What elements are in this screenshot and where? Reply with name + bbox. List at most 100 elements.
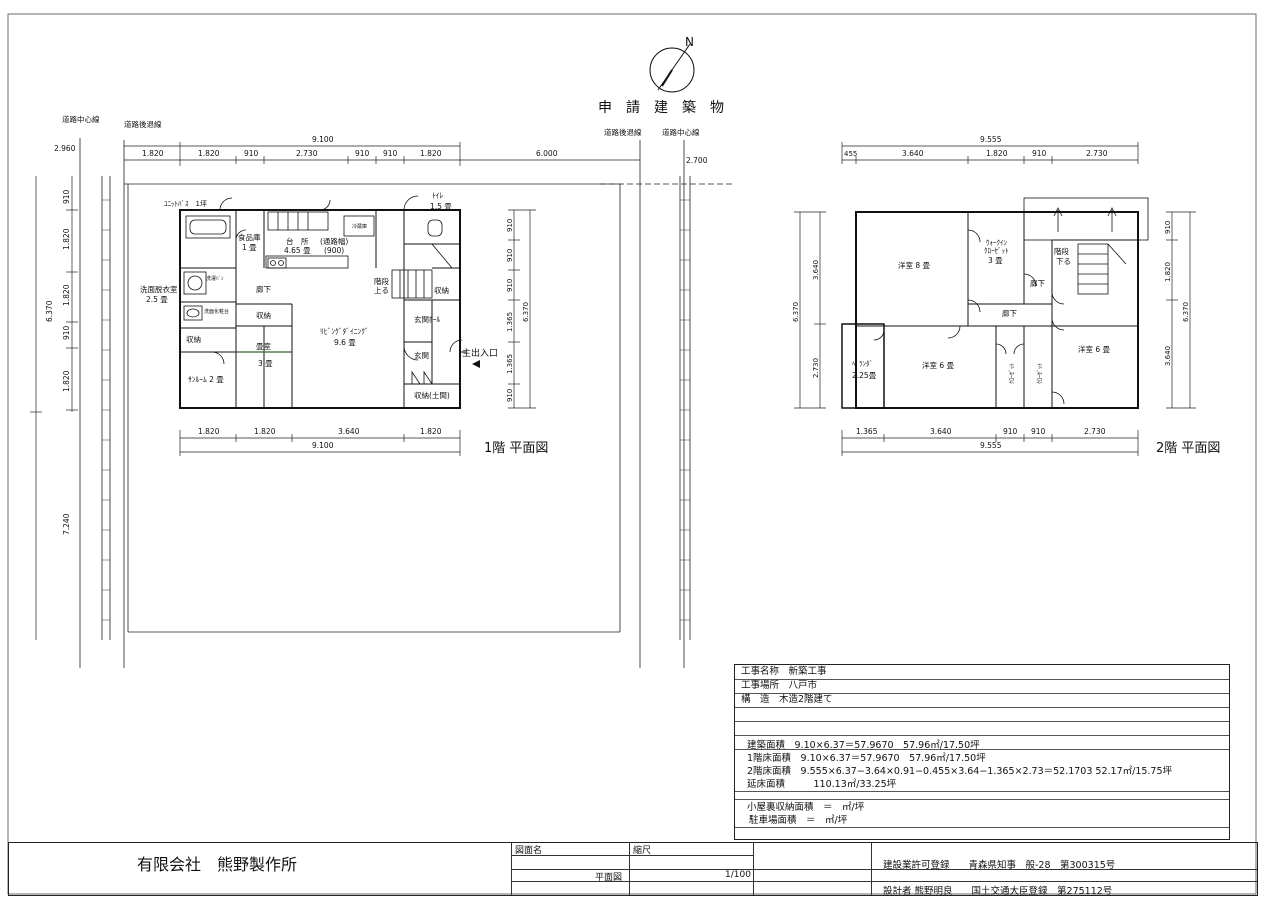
stairs-up: 階段 — [374, 276, 389, 286]
fridge: 冷蔵庫 — [352, 223, 367, 230]
corridor1: 廊下 — [1030, 278, 1046, 288]
f2-dim-bottom-1: 3.640 — [930, 427, 952, 436]
toilet: ﾄｲﾚ — [432, 191, 443, 200]
designer: 設計者 熊野明良 国土交通大臣登録 第275112号 — [883, 886, 1113, 897]
dim-left-4: 1.820 — [62, 370, 71, 392]
drawing-scale: 1/100 — [725, 870, 751, 880]
living: ﾘﾋﾞﾝｸﾞﾀﾞｲﾆﾝｸﾞ — [320, 327, 369, 336]
corridor2: 廊下 — [1002, 308, 1017, 318]
walkin-size: 3 畳 — [988, 256, 1003, 265]
blank-row-3 — [735, 735, 1229, 750]
total-area: 延床面積 110.13㎡/33.25坪 — [735, 778, 1229, 792]
floor2-fixtures — [873, 197, 1149, 405]
north-arrow-icon — [649, 43, 695, 93]
f2-dim-bottom-4: 2.730 — [1084, 427, 1106, 436]
f2-dim-top-0: 455 — [844, 150, 857, 158]
storage-a: 収納 — [434, 285, 449, 295]
drawing-name-label: 図面名 — [515, 846, 543, 856]
f2-dim-bottom-2: 910 — [1003, 427, 1018, 436]
main-entrance: 主出入口 — [462, 347, 498, 359]
stairs-up2: 上る — [374, 286, 389, 295]
storage-c: 収納 — [186, 334, 201, 344]
balcony: ﾍﾞﾗﾝﾀﾞ — [852, 360, 873, 368]
storage-b: 収納 — [256, 310, 271, 320]
f2-dim-right-0: 910 — [1164, 221, 1172, 234]
dim-2960: 2.960 — [54, 144, 76, 153]
closet-b: ｸﾛｰｾﾞｯﾄ — [1037, 363, 1044, 384]
f1-dim-right-3: 1.365 — [506, 312, 514, 332]
unit-bath: ﾕﾆｯﾄﾊﾞｽ 1坪 — [164, 200, 207, 208]
title-block: 工事名称 新築工事 工事場所 八戸市 構 造 木造2階建て 建築面積 9.10×… — [734, 664, 1230, 840]
project-structure: 構 造 木造2階建て — [735, 693, 1229, 708]
dim-left-total: 6.370 — [45, 300, 54, 322]
project-location: 工事場所 八戸市 — [735, 679, 1229, 694]
f1-dim-right-5: 910 — [506, 389, 514, 402]
dim-top-3: 2.730 — [296, 149, 318, 158]
f1-dim-bottom-total: 9.100 — [312, 441, 334, 450]
f1-dim-right-4: 1.365 — [506, 354, 514, 374]
entrance-hall: 玄関ﾎｰﾙ — [414, 314, 440, 324]
western6a: 洋室 6 畳 — [922, 360, 955, 370]
closet-a: ｸﾛｰｾﾞｯﾄ — [1009, 363, 1016, 384]
dim-left-0: 910 — [62, 189, 71, 204]
dim-left-1: 1.820 — [62, 228, 71, 250]
tatami: 畳室 — [256, 341, 271, 351]
company-name: 有限会社 熊野製作所 — [137, 855, 298, 874]
f1-dim-right-2: 910 — [506, 279, 514, 292]
f2-dim-top-2: 1.820 — [986, 149, 1008, 158]
stairs-down2: 下る — [1056, 257, 1071, 266]
storage-earth: 収納(土間) — [414, 390, 450, 400]
dim-left-3: 910 — [62, 325, 71, 340]
f2-caption: 2階 平面図 — [1156, 441, 1220, 456]
walkin2: ｸﾛｰｾﾞｯﾄ — [984, 247, 1009, 255]
floor1-area: 1階床面積 9.10×6.37＝57.9670 57.96㎡/17.50坪 — [747, 753, 986, 764]
f2-dim-top-1: 3.640 — [902, 149, 924, 158]
floor1-fixtures — [183, 195, 463, 385]
blank-row-4 — [735, 791, 1229, 800]
pantry: 食品庫 — [238, 232, 261, 242]
toilet-size: 1.5 畳 — [430, 202, 452, 211]
f1-dim-bottom-0: 1.820 — [198, 427, 220, 436]
kitchen: 台 所 — [286, 236, 309, 246]
parking-area: 駐車場面積 ＝ ㎡/坪 — [735, 814, 1229, 828]
f2-dim-bottom-total: 9.555 — [980, 441, 1002, 450]
dim-top-7: 6.000 — [536, 149, 558, 158]
f1-dim-bottom-1: 1.820 — [254, 427, 276, 436]
tatami-size: 3 畳 — [258, 359, 273, 368]
license-number: 建設業許可登録 青森県知事 般-28 第300315号 — [883, 860, 1116, 871]
building-area: 建築面積 9.10×6.37＝57.9670 57.96㎡/17.50坪 — [747, 740, 980, 751]
western6b: 洋室 6 畳 — [1078, 344, 1111, 354]
dim-top-6: 1.820 — [420, 149, 442, 158]
drawing-name: 平面図 — [595, 873, 623, 883]
f2-dim-right-1: 1.820 — [1164, 262, 1172, 282]
f1-dim-right-0: 910 — [506, 219, 514, 232]
f1-caption: 1階 平面図 — [484, 441, 548, 456]
f1-dim-bottom-2: 3.640 — [338, 427, 360, 436]
footer-block: 有限会社 熊野製作所 図面名 縮尺 平面図 1/100 建設業許可登録 青森県知… — [8, 842, 1258, 897]
walkin: ｳｫｰｸｲﾝ — [986, 239, 1007, 247]
floor2-walls — [841, 211, 1139, 409]
vanity: 洗面化粧台 — [204, 308, 229, 315]
dim-left-lower: 7.240 — [62, 513, 71, 535]
f2-dim-top-4: 2.730 — [1086, 149, 1108, 158]
dim-top-5: 910 — [383, 149, 398, 158]
living-size: 9.6 畳 — [334, 338, 356, 347]
f2-dim-left-1: 2.730 — [812, 358, 820, 378]
f2-dim-bottom-0: 1.365 — [856, 427, 878, 436]
f2-dim-top-total: 9.555 — [980, 135, 1002, 144]
dim-top-1: 1.820 — [198, 149, 220, 158]
f2-dim-top-3: 910 — [1032, 149, 1047, 158]
setback-left: 道路後退線 — [124, 119, 162, 129]
washer: 洗濯ﾊﾞﾝ — [206, 275, 224, 282]
aisle-width: (900) — [324, 246, 344, 255]
washroom: 洗面脱衣室 — [140, 284, 178, 294]
f2-dim-bottom-3: 910 — [1031, 427, 1046, 436]
balcony-size: 2.25畳 — [852, 371, 877, 380]
f2-dim-left-total: 6.370 — [792, 302, 800, 322]
f1-dim-bottom-3: 1.820 — [420, 427, 442, 436]
kitchen-size: 4.65 畳 — [284, 246, 311, 255]
f2-dim-right-2: 3.640 — [1164, 346, 1172, 366]
blank-row-2 — [735, 721, 1229, 736]
stairs-down: 階段 — [1054, 246, 1070, 256]
